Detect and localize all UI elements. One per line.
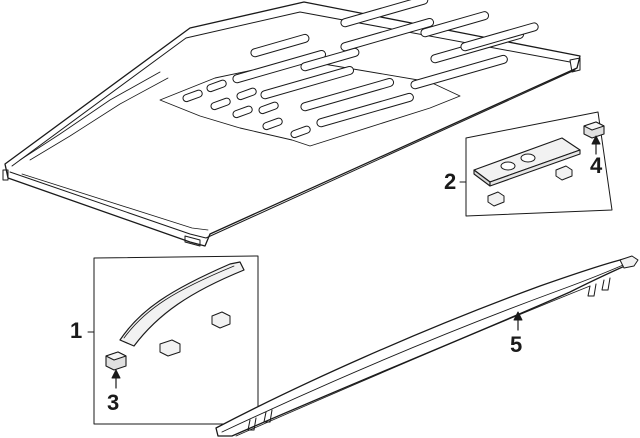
roof-hole [262, 117, 283, 131]
arrowhead-4 [591, 135, 601, 145]
mounting-plate-hole [520, 153, 536, 163]
rail-stud [601, 277, 611, 291]
roof-rib [250, 33, 310, 58]
clip [211, 311, 231, 329]
arrowhead-5 [513, 311, 523, 321]
roof-side-rail [19, 71, 161, 161]
clip-part-3-top [105, 351, 127, 361]
mounting-plate-edge [489, 149, 581, 187]
rail-stud [247, 417, 257, 431]
roof-rail-body [215, 257, 635, 437]
roof-corner-tab [569, 57, 581, 73]
clip [555, 165, 573, 181]
front-molding-strip [119, 261, 245, 347]
callout-box-2 [459, 111, 613, 217]
roof-rail [215, 255, 639, 437]
callout-label-3: 3 [107, 390, 120, 415]
roof-ribs [232, 0, 539, 128]
roof-hole [206, 79, 227, 93]
clip [159, 339, 181, 357]
roof-rib [260, 65, 355, 100]
clip-part-4-top [583, 121, 605, 131]
roof-rib [410, 54, 508, 90]
roof-corner-tab [184, 235, 201, 247]
clip [487, 191, 505, 207]
roof-hole [258, 101, 279, 115]
callout-label-5: 5 [510, 332, 523, 357]
roof-front-edge [11, 11, 571, 167]
roof-hole [182, 89, 203, 103]
roof-side-rail-inner [29, 77, 169, 161]
roof-hole [232, 105, 253, 119]
callout-label-4: 4 [590, 153, 603, 178]
roof-rail-end-cap [619, 255, 639, 269]
callout-label-1: 1 [70, 318, 83, 343]
box-2-frame [465, 111, 613, 217]
roof-rib [316, 92, 414, 128]
roof-rib [460, 22, 539, 52]
callout-label-2: 2 [444, 169, 457, 194]
roof-rib [340, 17, 435, 52]
roof-rib [232, 49, 327, 84]
roof-hole [236, 87, 257, 101]
roof-rib [420, 11, 490, 38]
roof-hole [290, 125, 311, 139]
roof-hole [210, 97, 231, 111]
mounting-plate-hole [500, 161, 516, 171]
arrowhead-3 [111, 369, 121, 379]
rail-stud [587, 283, 597, 297]
roof-rear-flange-inner [21, 173, 209, 231]
roof-rail-edge [221, 261, 631, 433]
front-molding-strip-edge [123, 265, 235, 339]
roof-rail-lower-edge [235, 285, 591, 437]
callout-box-1 [87, 255, 259, 425]
roof-corner-tab [2, 169, 9, 181]
roof-rib [300, 77, 395, 112]
roof-holes [182, 79, 311, 139]
roof-rear-flange [9, 69, 576, 239]
rail-stud [263, 409, 273, 423]
roof-rib [300, 47, 360, 72]
roof-panel [2, 0, 581, 247]
roof-rib [340, 0, 429, 28]
